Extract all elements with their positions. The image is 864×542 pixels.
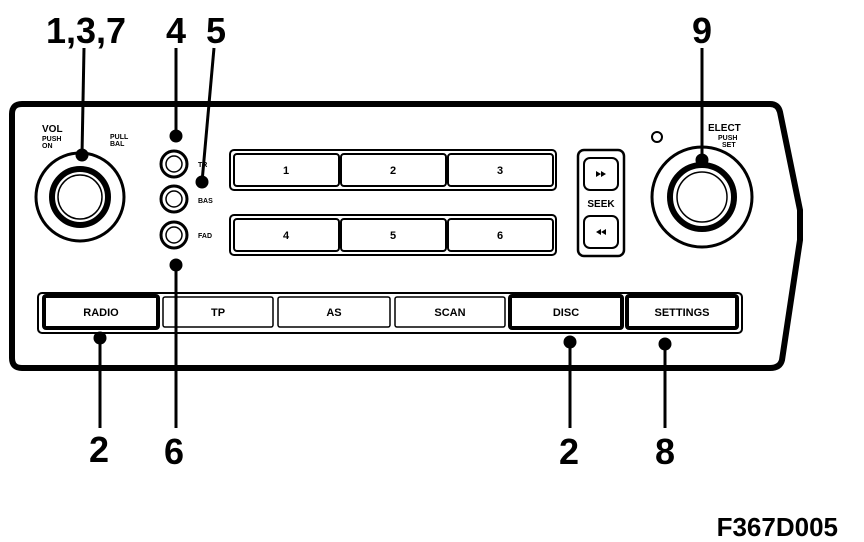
- scan-button-label: SCAN: [434, 307, 465, 319]
- rewind-icon: [596, 229, 606, 235]
- preset-label-3: 3: [497, 165, 503, 177]
- preset-label-4: 4: [283, 230, 290, 242]
- callout-5: 5: [206, 10, 226, 51]
- fad-label: FAD: [198, 233, 212, 240]
- preset-label-2: 2: [390, 165, 396, 177]
- as-button[interactable]: [277, 296, 391, 328]
- preset-button-5[interactable]: [340, 218, 447, 252]
- radio-button-label: RADIO: [83, 307, 119, 319]
- bal-label: BAL: [110, 141, 125, 148]
- push-label: PUSH: [42, 136, 61, 143]
- bas-label: BAS: [198, 198, 213, 205]
- callout-1-3-7: 1,3,7: [46, 10, 126, 51]
- fast-forward-icon: [596, 171, 606, 177]
- tp-button[interactable]: [162, 296, 274, 328]
- seek-label: SEEK: [587, 199, 615, 210]
- preset-button-group: 1 2 3 4 5 6: [229, 149, 557, 256]
- callout-2-right: 2: [559, 431, 579, 472]
- push-set-label-2: SET: [722, 142, 736, 149]
- figure-code: F367D005: [717, 512, 838, 542]
- pull-label: PULL: [110, 134, 129, 141]
- callout-4: 4: [166, 10, 186, 51]
- vol-label: VOL: [42, 124, 63, 135]
- preset-button-2[interactable]: [340, 153, 447, 187]
- preset-label-6: 6: [497, 230, 503, 242]
- push-set-label-1: PUSH: [718, 135, 737, 142]
- scan-button[interactable]: [394, 296, 506, 328]
- fad-button[interactable]: [159, 220, 189, 250]
- disc-button[interactable]: [508, 294, 624, 330]
- bas-button[interactable]: [159, 184, 189, 214]
- indicator-led: [651, 131, 663, 143]
- callout-6: 6: [164, 431, 184, 472]
- callout-2-left: 2: [89, 429, 109, 470]
- as-button-label: AS: [326, 307, 341, 319]
- preset-label-1: 1: [283, 165, 289, 177]
- on-label: ON: [42, 143, 53, 150]
- function-button-strip: [37, 292, 743, 334]
- preset-button-1[interactable]: [233, 153, 340, 187]
- settings-button-label: SETTINGS: [654, 307, 709, 319]
- leader-lines: [75, 47, 709, 428]
- seek-forward-button[interactable]: [583, 157, 619, 191]
- preset-button-6[interactable]: [447, 218, 554, 252]
- callout-9: 9: [692, 10, 712, 51]
- settings-button[interactable]: [625, 294, 739, 330]
- tr-button[interactable]: [159, 149, 189, 179]
- seek-back-button[interactable]: [583, 215, 619, 249]
- disc-button-label: DISC: [553, 307, 579, 319]
- tp-button-label: TP: [211, 307, 225, 319]
- preset-button-3[interactable]: [447, 153, 554, 187]
- radio-button[interactable]: [42, 294, 160, 330]
- callout-8: 8: [655, 431, 675, 472]
- preset-label-5: 5: [390, 230, 396, 242]
- radio-panel-outline: [9, 101, 803, 371]
- seek-rocker: SEEK: [576, 148, 626, 258]
- select-label: ELECT: [708, 123, 741, 134]
- volume-knob[interactable]: [34, 151, 126, 243]
- preset-button-4[interactable]: [233, 218, 340, 252]
